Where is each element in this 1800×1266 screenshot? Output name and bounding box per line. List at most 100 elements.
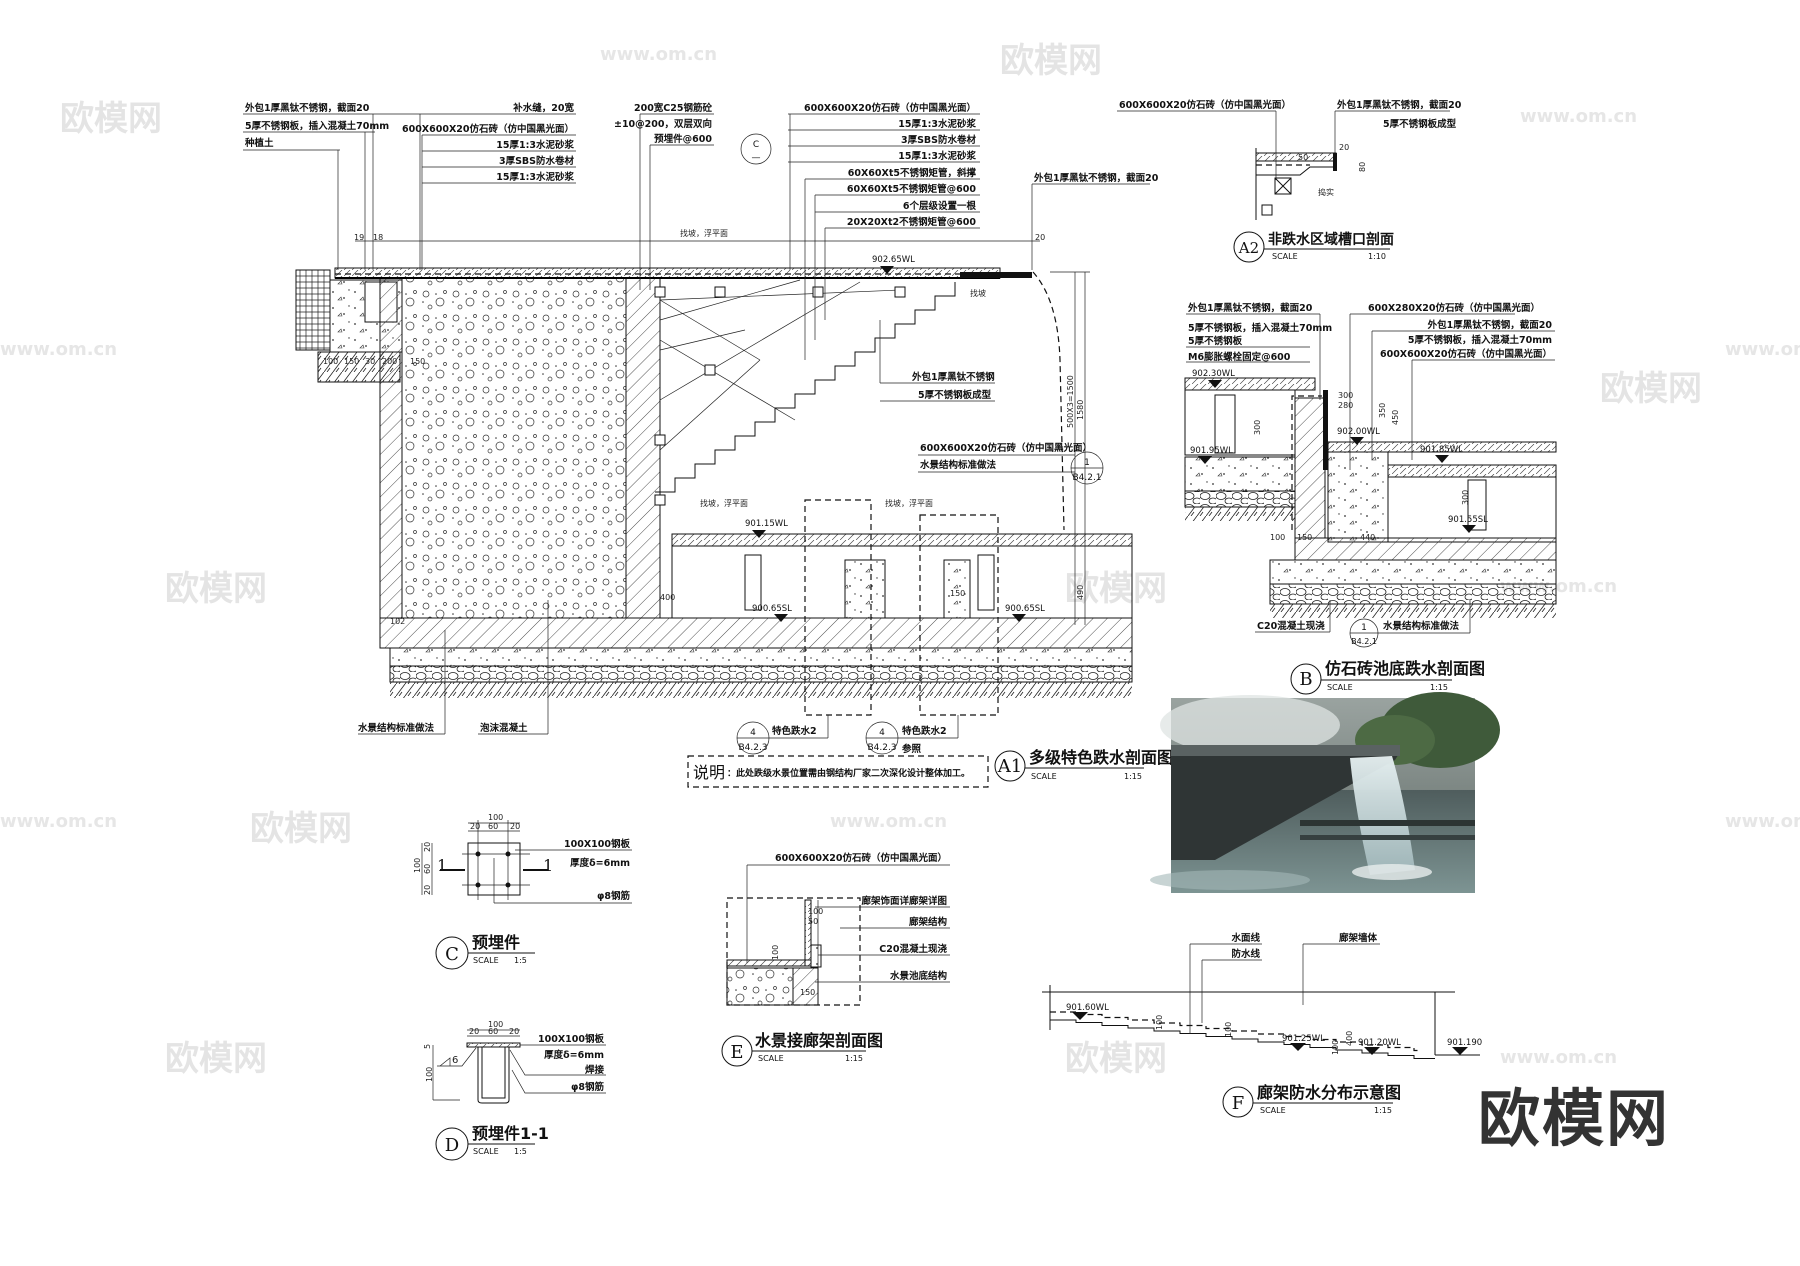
water-curtain — [1032, 271, 1065, 531]
callouts-b-right: 600X280X20仿石砖（仿中国黑光面） 外包1厚黑钛不锈钢，截面20 5厚不… — [1349, 302, 1555, 470]
svg-text:60: 60 — [488, 1027, 498, 1036]
note-text: ：此处跌级水景位置需由钢结构厂家二次深化设计整体加工。 — [727, 767, 970, 779]
elevation-marker: 901.85WL — [1420, 445, 1463, 463]
svg-text:300: 300 — [1253, 420, 1262, 435]
detail-ref-feature-fall-1[interactable]: 4 B4.2.3 特色跌水2 — [736, 715, 829, 755]
steel-braces — [659, 279, 901, 451]
pool-paving — [671, 533, 1133, 547]
svg-text:水景结构标准做法: 水景结构标准做法 — [1383, 620, 1460, 632]
watermark-text: 欧模网 — [1000, 41, 1102, 81]
elevation-marker: 900.65SL — [752, 604, 792, 622]
svg-text:找坡，浮平面: 找坡，浮平面 — [680, 228, 728, 238]
note-label: 说明 — [693, 763, 725, 782]
svg-text:902.00WL: 902.00WL — [1337, 427, 1380, 437]
svg-text:参照: 参照 — [901, 743, 922, 755]
svg-text:901.190: 901.190 — [1447, 1038, 1482, 1048]
steel-tube-section — [654, 434, 666, 446]
svg-text:500X3=1500: 500X3=1500 — [1066, 375, 1075, 428]
svg-text:廊架墙体: 廊架墙体 — [1339, 932, 1378, 944]
detail-ref-c[interactable]: C — — [740, 133, 772, 165]
steel-lip — [960, 272, 1032, 278]
svg-text:1: 1 — [437, 856, 447, 875]
svg-text:900.65SL: 900.65SL — [1005, 604, 1045, 614]
svg-text:φ8钢筋: φ8钢筋 — [571, 1081, 605, 1093]
svg-text:100: 100 — [488, 1020, 503, 1029]
elevation-marker: 902.30WL — [1192, 369, 1235, 388]
svg-text:100: 100 — [323, 357, 338, 366]
svg-text:预埋件@600: 预埋件@600 — [654, 133, 712, 145]
detail-ref-1[interactable]: 1 B4.2.1 — [1070, 451, 1104, 485]
svg-text:6: 6 — [452, 1055, 458, 1066]
callout-group-steel: 600X600X20仿石砖（仿中国黑光面） 15厚1:3水泥砂浆 3厚SBS防水… — [788, 102, 980, 360]
detail-ref-feature-fall-2[interactable]: 4 B4.2.3 特色跌水2 参照 — [865, 715, 959, 755]
elevation-marker: 901.15WL — [745, 519, 788, 538]
svg-text:150: 150 — [344, 357, 359, 366]
svg-text:水景接廊架剖面图: 水景接廊架剖面图 — [755, 1031, 883, 1050]
svg-text:18: 18 — [373, 233, 383, 242]
watermark-url: www.om.cn — [1725, 811, 1800, 832]
svg-text:找坡: 找坡 — [970, 288, 986, 298]
svg-text:100: 100 — [1155, 1015, 1164, 1030]
watermark-url: www.om.cn — [830, 811, 947, 832]
svg-text:450: 450 — [1391, 410, 1400, 425]
svg-text:±10@200，双层双向: ±10@200，双层双向 — [614, 118, 712, 130]
steel-tube-section — [704, 364, 716, 376]
svg-text:20: 20 — [510, 822, 520, 831]
svg-text:100: 100 — [413, 858, 422, 873]
svg-text:C: C — [753, 140, 759, 150]
svg-text:廊架防水分布示意图: 廊架防水分布示意图 — [1257, 1083, 1401, 1102]
svg-text:B4.2.1: B4.2.1 — [1072, 473, 1101, 483]
concrete-wall — [625, 277, 661, 619]
svg-text:SCALE: SCALE — [1260, 1106, 1286, 1115]
detail-f: 水面线 防水线 廊架墙体 901.60WL 901.25WL 901.20WL … — [1042, 932, 1482, 1118]
svg-text:600X600X20仿石砖（仿中国黑光面）: 600X600X20仿石砖（仿中国黑光面） — [920, 442, 1092, 454]
svg-text:200: 200 — [382, 357, 397, 366]
section-b: 外包1厚黑钛不锈钢，截面20 5厚不锈钢板，插入混凝土70mm 5厚不锈钢板 M… — [1184, 302, 1557, 695]
svg-text:D: D — [445, 1135, 459, 1156]
svg-text:廊架结构: 廊架结构 — [909, 916, 948, 928]
callout-text: 5厚不锈钢板，插入混凝土70mm — [245, 120, 389, 132]
svg-text:廊架饰面详廊架详图: 廊架饰面详廊架详图 — [861, 895, 947, 907]
svg-text:SCALE: SCALE — [1327, 683, 1353, 692]
svg-text:特色跌水2: 特色跌水2 — [772, 725, 817, 737]
svg-text:5厚不锈钢板: 5厚不锈钢板 — [1188, 335, 1243, 347]
svg-text:A1: A1 — [997, 756, 1022, 777]
svg-text:100: 100 — [425, 1067, 434, 1082]
svg-text:外包1厚黑钛不锈钢，截面20: 外包1厚黑钛不锈钢，截面20 — [1336, 99, 1462, 111]
svg-text:厚度δ=6mm: 厚度δ=6mm — [570, 857, 630, 869]
svg-text:B4.2.3: B4.2.3 — [867, 743, 896, 753]
svg-text:150: 150 — [800, 988, 815, 997]
svg-text:901.95WL: 901.95WL — [1190, 446, 1233, 456]
svg-text:60: 60 — [423, 864, 432, 874]
svg-text:20: 20 — [423, 885, 432, 895]
svg-text:20: 20 — [509, 1027, 519, 1036]
svg-text:3厚SBS防水卷材: 3厚SBS防水卷材 — [901, 134, 977, 146]
watermark-text: 欧模网 — [165, 1039, 267, 1079]
callout-text: 种植土 — [244, 137, 274, 149]
gravel-layer — [389, 665, 1133, 683]
svg-text:5厚不锈钢板，插入混凝土70mm: 5厚不锈钢板，插入混凝土70mm — [1408, 334, 1552, 346]
svg-text:15厚1:3水泥砂浆: 15厚1:3水泥砂浆 — [898, 118, 976, 130]
pedestal — [977, 554, 995, 611]
watermark-text: 欧模网 — [1065, 569, 1167, 609]
svg-text:E: E — [730, 1042, 743, 1063]
svg-text:水面线: 水面线 — [1231, 932, 1260, 944]
elevation-marker: 901.25WL — [1282, 1034, 1325, 1051]
svg-text:水景池底结构: 水景池底结构 — [890, 970, 948, 982]
pool-curb — [943, 559, 971, 619]
detail-ref-b[interactable]: 1 B4.2.1 — [1349, 618, 1379, 648]
svg-text:600X600X20仿石砖（仿中国黑光面）: 600X600X20仿石砖（仿中国黑光面） — [1380, 348, 1552, 360]
svg-text:440: 440 — [1360, 533, 1375, 542]
svg-text:焊接: 焊接 — [585, 1064, 605, 1076]
svg-text:100: 100 — [1331, 1040, 1340, 1055]
svg-text:20: 20 — [1339, 143, 1349, 152]
svg-text:100: 100 — [1224, 1022, 1233, 1037]
fountain-reference-photo — [1150, 692, 1500, 893]
elevation-marker: 901.60WL — [1066, 1003, 1109, 1020]
svg-text:600X600X20仿石砖（仿中国黑光面）: 600X600X20仿石砖（仿中国黑光面） — [775, 852, 947, 864]
svg-text:600X600X20仿石砖（仿中国黑光面）: 600X600X20仿石砖（仿中国黑光面） — [804, 102, 976, 114]
elevation-marker: 902.00WL — [1337, 427, 1380, 445]
svg-text:901.60WL: 901.60WL — [1066, 1003, 1109, 1013]
svg-text:捣实: 捣实 — [1318, 187, 1334, 197]
svg-text:100: 100 — [1270, 533, 1285, 542]
